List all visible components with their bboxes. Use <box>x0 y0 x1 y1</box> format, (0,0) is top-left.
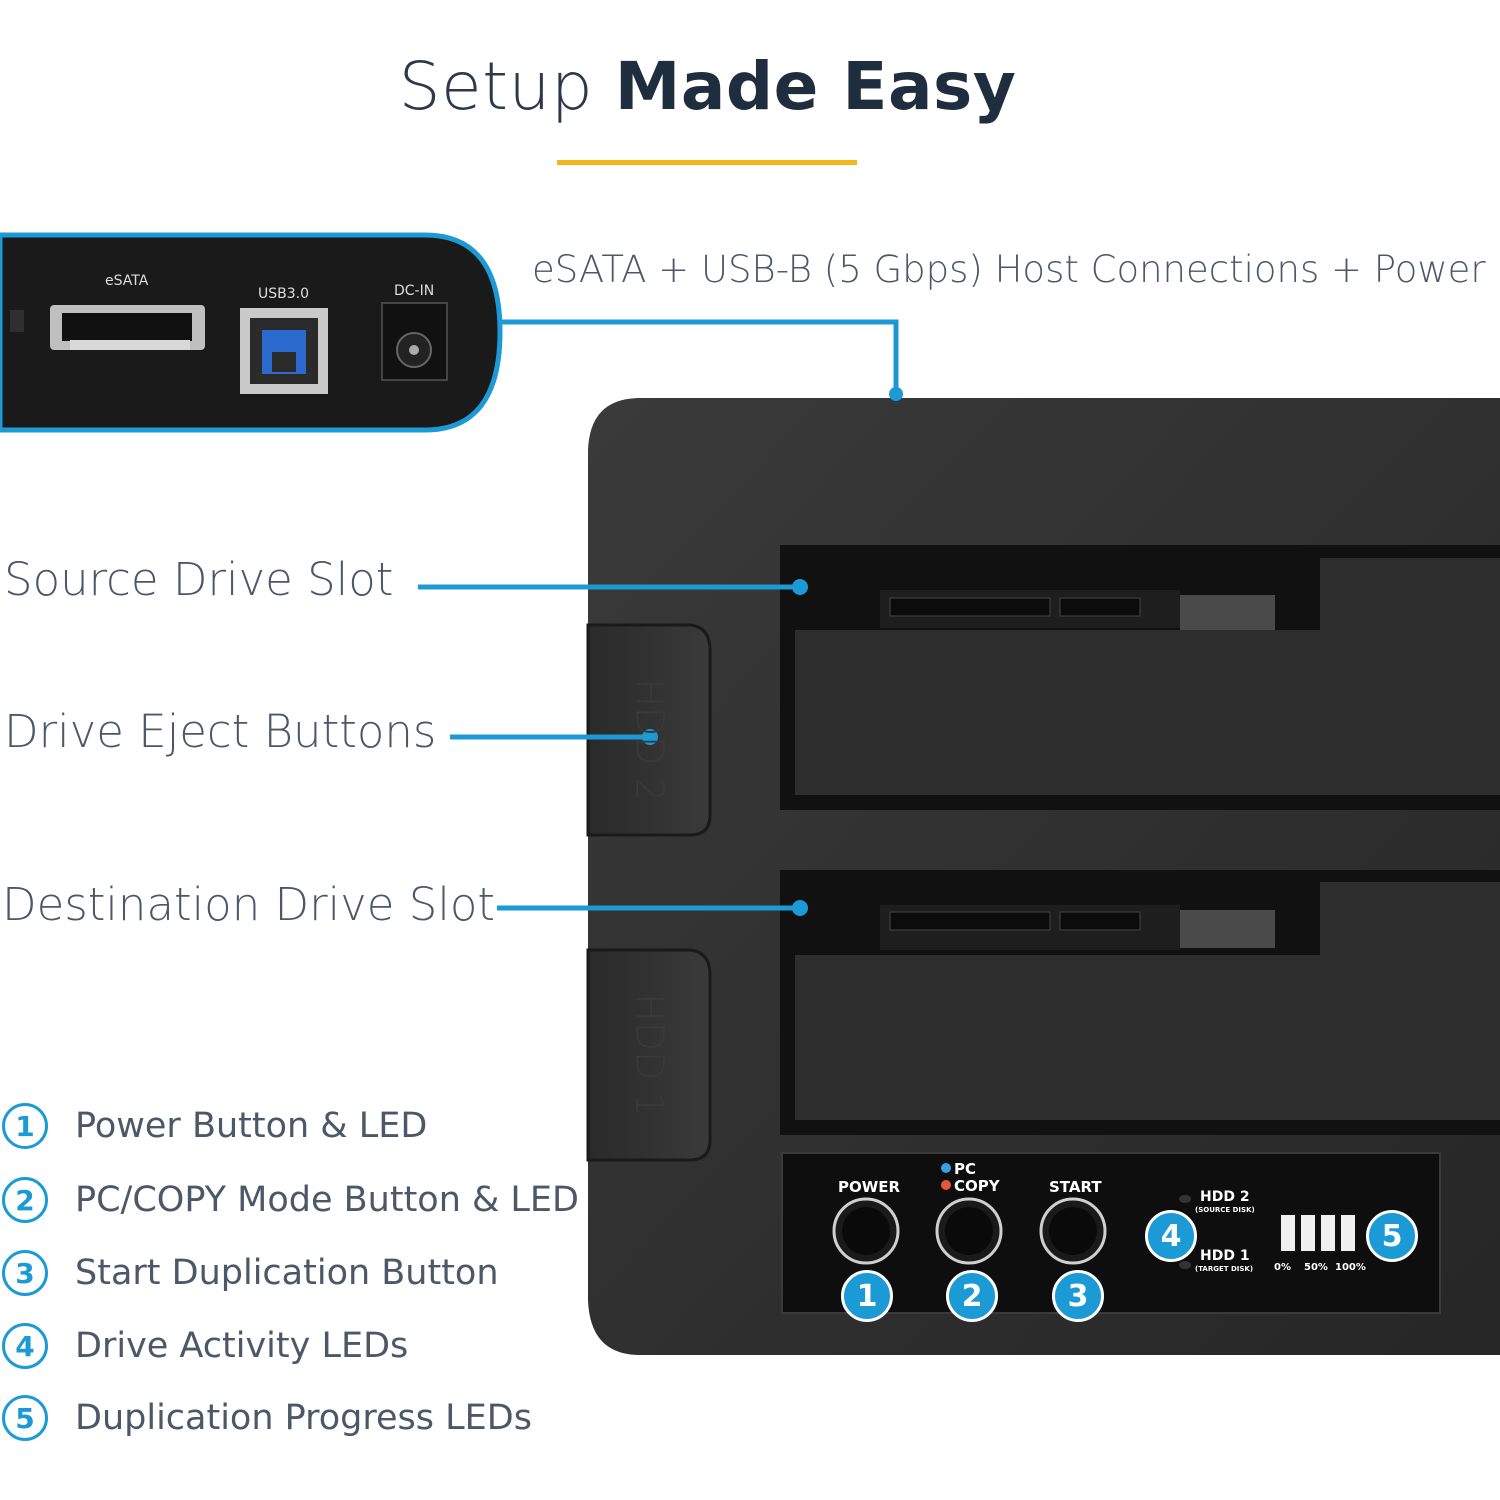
eject-label-hdd2: HDD 2 <box>628 678 673 802</box>
pc-led <box>941 1163 951 1173</box>
title-light: Setup <box>398 48 594 125</box>
legend-label: Start Duplication Button <box>75 1253 499 1293</box>
copy-led <box>941 1180 951 1190</box>
hdd1-sub-label: (TARGET DISK) <box>1195 1265 1254 1273</box>
hdd2-sub-label: (SOURCE DISK) <box>1195 1206 1255 1214</box>
progress-0-label: 0% <box>1274 1262 1291 1273</box>
legend-number: 1 <box>2 1103 48 1149</box>
legend-item-start: 3 Start Duplication Button <box>0 1245 499 1301</box>
hdd2-label: HDD 2 <box>1200 1189 1250 1205</box>
esata-label: eSATA <box>105 273 149 289</box>
power-button <box>832 1197 900 1265</box>
legend-item-progress: 5 Duplication Progress LEDs <box>0 1390 532 1446</box>
host-connections-callout: eSATA + USB-B (5 Gbps) Host Connections … <box>532 248 1500 291</box>
progress-100-label: 100% <box>1335 1262 1366 1273</box>
power-label: POWER <box>838 1178 901 1196</box>
eject-buttons-callout: Drive Eject Buttons <box>4 705 437 758</box>
badge-2: 2 <box>946 1270 998 1322</box>
legend-number: 4 <box>2 1323 48 1369</box>
page-title: Setup Made Easy <box>0 48 1415 125</box>
source-slot-callout: Source Drive Slot <box>4 553 394 606</box>
start-button <box>1039 1197 1107 1265</box>
usb-label: USB3.0 <box>258 286 310 302</box>
start-label: START <box>1049 1178 1102 1196</box>
pc-label: PC <box>954 1160 977 1178</box>
legend-item-power: 1 Power Button & LED <box>0 1098 427 1154</box>
badge-3: 3 <box>1052 1270 1104 1322</box>
title-underline <box>557 160 857 165</box>
legend-item-mode: 2 PC/COPY Mode Button & LED <box>0 1172 579 1228</box>
eject-label-hdd1: HDD 1 <box>628 993 673 1117</box>
legend-label: Drive Activity LEDs <box>75 1326 409 1366</box>
legend-label: Power Button & LED <box>75 1106 428 1146</box>
badge-4: 4 <box>1145 1210 1197 1262</box>
progress-50-label: 50% <box>1304 1262 1328 1273</box>
mode-button <box>935 1197 1003 1265</box>
badge-5: 5 <box>1366 1210 1418 1262</box>
legend-item-activity: 4 Drive Activity LEDs <box>0 1318 408 1374</box>
eject-button-bottom <box>586 948 712 1162</box>
legend-number: 5 <box>2 1395 48 1441</box>
badge-1: 1 <box>841 1270 893 1322</box>
legend-label: Duplication Progress LEDs <box>75 1398 532 1438</box>
dc-label: DC-IN <box>394 283 435 299</box>
legend-number: 2 <box>2 1177 48 1223</box>
title-bold: Made Easy <box>614 48 1017 125</box>
copy-label: COPY <box>954 1177 1000 1195</box>
legend-number: 3 <box>2 1250 48 1296</box>
hdd1-label: HDD 1 <box>1200 1248 1250 1264</box>
destination-slot-callout: Destination Drive Slot <box>2 878 496 931</box>
leader-lines <box>418 319 899 911</box>
progress-leds <box>1281 1215 1355 1251</box>
legend-label: PC/COPY Mode Button & LED <box>75 1180 579 1220</box>
